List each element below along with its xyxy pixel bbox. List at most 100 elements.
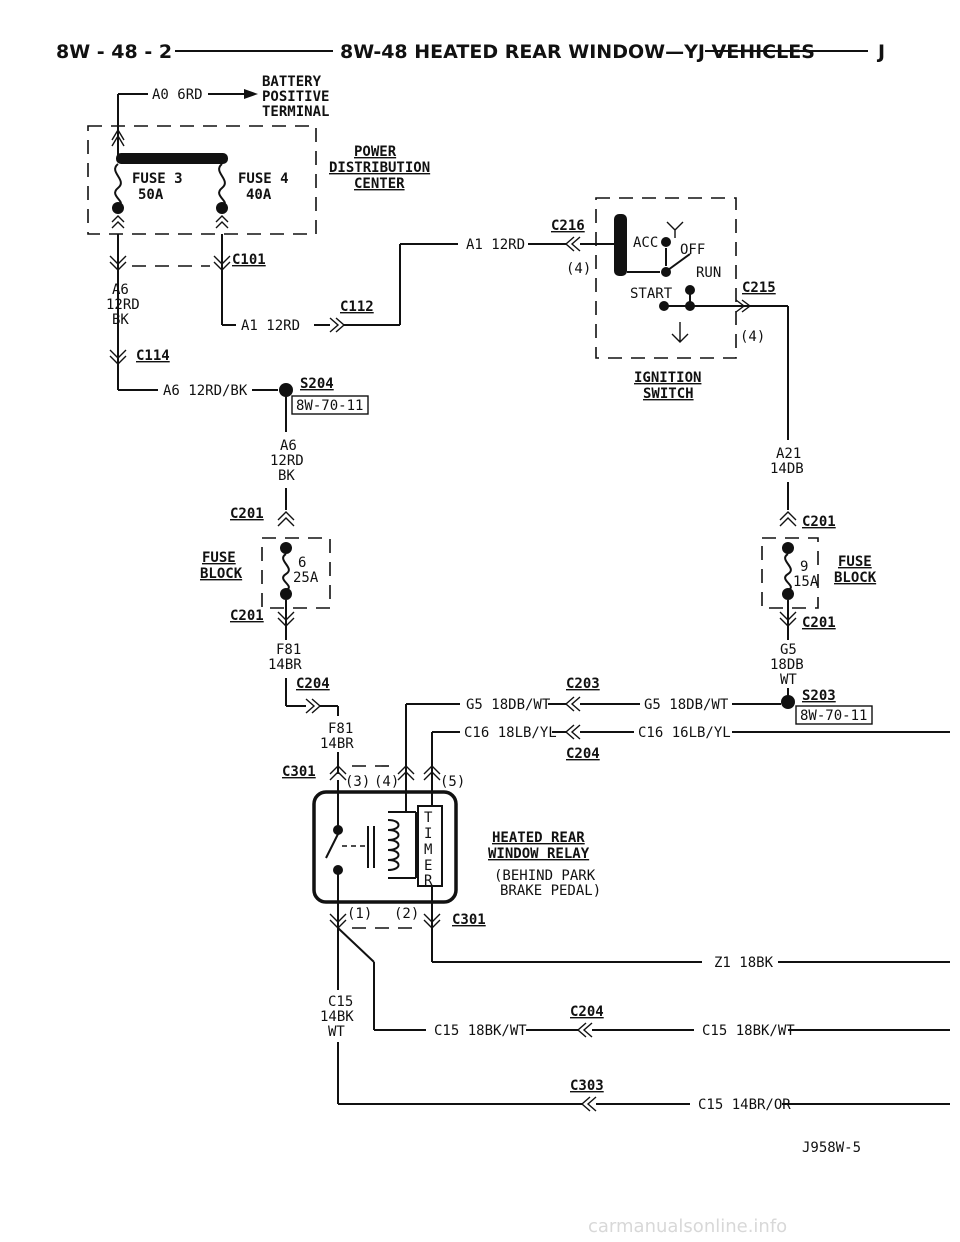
- relay-pin1: (1): [347, 906, 372, 922]
- connector-c204-a: C204: [296, 676, 330, 692]
- wire-g5-l1: G5: [780, 642, 797, 658]
- power-distribution-section: A0 6RD BATTERY POSITIVE TERMINAL FUSE 3 …: [87, 74, 430, 235]
- fuse9-symbol: [784, 553, 792, 591]
- fuse-right-rating: 15A: [793, 574, 819, 590]
- c101-connector-r: [213, 255, 231, 271]
- relay-label-2: WINDOW RELAY: [488, 846, 590, 862]
- c216-connector: [564, 236, 581, 252]
- connector-c204-b: C204: [566, 746, 600, 762]
- timer-letter-t: T: [424, 810, 433, 826]
- c216-pin: (4): [566, 261, 591, 277]
- ignition-outline: [595, 197, 737, 359]
- ignition-label-2: SWITCH: [643, 386, 694, 402]
- pdc-out-connector-r: [215, 215, 229, 229]
- page-title: 8W-48 HEATED REAR WINDOW—YJ VEHICLES: [340, 41, 815, 63]
- pdc-label-3: CENTER: [354, 176, 405, 192]
- connector-c215: C215: [742, 280, 776, 296]
- wire-c16-left: C16 18LB/YL: [464, 725, 557, 741]
- wire-g5-left: G5 18DB/WT: [466, 697, 551, 713]
- c204-b-connector: [564, 724, 581, 740]
- timer-letter-e: E: [424, 858, 432, 874]
- ignition-contact-bar: [614, 214, 627, 276]
- wire-g5-l3: WT: [780, 672, 797, 688]
- pdc-out-connector-l: [111, 215, 125, 229]
- relay-timer-box: [417, 805, 443, 887]
- c101-section: C101 A6 12RD BK A1 12RD C112 A1 12RD C21…: [106, 218, 598, 372]
- wire-c15-l2: 14BK: [320, 1009, 354, 1025]
- connector-c201-r-bot: C201: [802, 615, 836, 631]
- right-fuse-section: A21 14DB C201 9 15A FUSE BLOCK C201 G5 1…: [761, 306, 877, 725]
- c114-connector: [109, 349, 127, 365]
- fuse-block-left-label-2: BLOCK: [200, 566, 243, 582]
- wire-a6-l3: BK: [112, 312, 129, 328]
- c112-connector: [329, 317, 346, 333]
- connector-c201-l-top: C201: [230, 506, 264, 522]
- wire-c15-right: C15 18BK/WT: [702, 1023, 795, 1039]
- ref-box-s203: [795, 705, 873, 725]
- c201-l-bot-connector: [277, 611, 295, 627]
- wire-g5-l2: 18DB: [770, 657, 804, 673]
- heated-rear-window-relay: T I M E R HEATED REAR WINDOW RELAY (BEHI…: [312, 790, 601, 904]
- connector-c201-r-top: C201: [802, 514, 836, 530]
- battery-arrow: [244, 89, 258, 99]
- fuse-left-number: 6: [298, 555, 306, 571]
- page-header: 8W - 48 - 2 8W-48 HEATED REAR WINDOW—YJ …: [56, 41, 885, 63]
- fuse-block-right-outline: [761, 537, 819, 609]
- connector-c303: C303: [570, 1078, 604, 1094]
- fuse-left-rating: 25A: [293, 570, 319, 586]
- connector-c203-a: C203: [566, 676, 600, 692]
- relay-coil: [387, 819, 400, 871]
- pdc-busbar: [116, 153, 228, 164]
- fuse6-symbol: [282, 553, 290, 591]
- connector-c114: C114: [136, 348, 170, 364]
- wire-c16-right: C16 16LB/YL: [638, 725, 731, 741]
- ignition-acc: ACC: [633, 235, 658, 251]
- fuse4-node: [216, 202, 228, 214]
- wire-a6b-l1: A6: [280, 438, 297, 454]
- pdc-label-1: POWER: [354, 144, 397, 160]
- page-number: 8W - 48 - 2: [56, 41, 172, 63]
- ignition-off: OFF: [680, 242, 705, 258]
- fuse3-rating: 50A: [138, 187, 164, 203]
- c301-bottom: (1) (2) C301 Z1 18BK: [329, 902, 950, 990]
- timer-letter-m: M: [424, 842, 432, 858]
- wire-z1: Z1 18BK: [714, 955, 774, 971]
- connector-c204-c: C204: [570, 1004, 604, 1020]
- relay-pin2: (2): [394, 906, 419, 922]
- fuse-block-left-label-1: FUSE: [202, 550, 236, 566]
- wire-a6b-l3: BK: [278, 468, 295, 484]
- relay-note-1: (BEHIND PARK: [494, 868, 596, 884]
- c204-c-connector: [576, 1022, 593, 1038]
- wire-c15-l1: C15: [328, 994, 353, 1010]
- left-fuse-section: C201 6 25A FUSE BLOCK C201 F81 14BR C204…: [200, 506, 354, 774]
- wire-a6b-l2: 12RD: [270, 453, 304, 469]
- connector-c201-l-bot: C201: [230, 608, 264, 624]
- fuse-right-number: 9: [800, 559, 808, 575]
- wire-a6-s204: A6 12RD/BK: [163, 383, 248, 399]
- pdc-label-2: DISTRIBUTION: [329, 160, 430, 176]
- c301-top-pin4: [397, 765, 415, 781]
- wire-f81-l1: F81: [276, 642, 301, 658]
- connector-c301-top: C301: [282, 764, 316, 780]
- ref-box-s204: [291, 395, 369, 415]
- fuse4-label: FUSE 4: [238, 171, 289, 187]
- ref-s204: 8W-70-11: [296, 398, 363, 414]
- relay-box: [312, 790, 458, 904]
- connector-c301-bot: C301: [452, 912, 486, 928]
- ignition-blade: [667, 253, 691, 271]
- s204-section: C114 A6 12RD/BK S204 8W-70-11 A6 12RD BK: [109, 348, 369, 510]
- timer-letter-r: R: [424, 873, 433, 889]
- fuse3-node: [112, 202, 124, 214]
- ignition-run: RUN: [696, 265, 721, 281]
- wire-c15-or: C15 14BR/OR: [698, 1097, 791, 1113]
- relay-pin4: (4): [374, 774, 399, 790]
- wire-g5-right: G5 18DB/WT: [644, 697, 729, 713]
- ignition-switch: ACC OFF RUN START C215 (4) IGNITION SWIT…: [595, 197, 788, 402]
- fuse-block-right-label-2: BLOCK: [834, 570, 877, 586]
- fuse3-label: FUSE 3: [132, 171, 183, 187]
- ref-s203: 8W-70-11: [800, 708, 867, 724]
- battery-label-3: TERMINAL: [262, 104, 329, 120]
- wire-a21-l1: A21: [776, 446, 801, 462]
- relay-label-1: HEATED REAR: [492, 830, 585, 846]
- wire-a21-l2: 14DB: [770, 461, 804, 477]
